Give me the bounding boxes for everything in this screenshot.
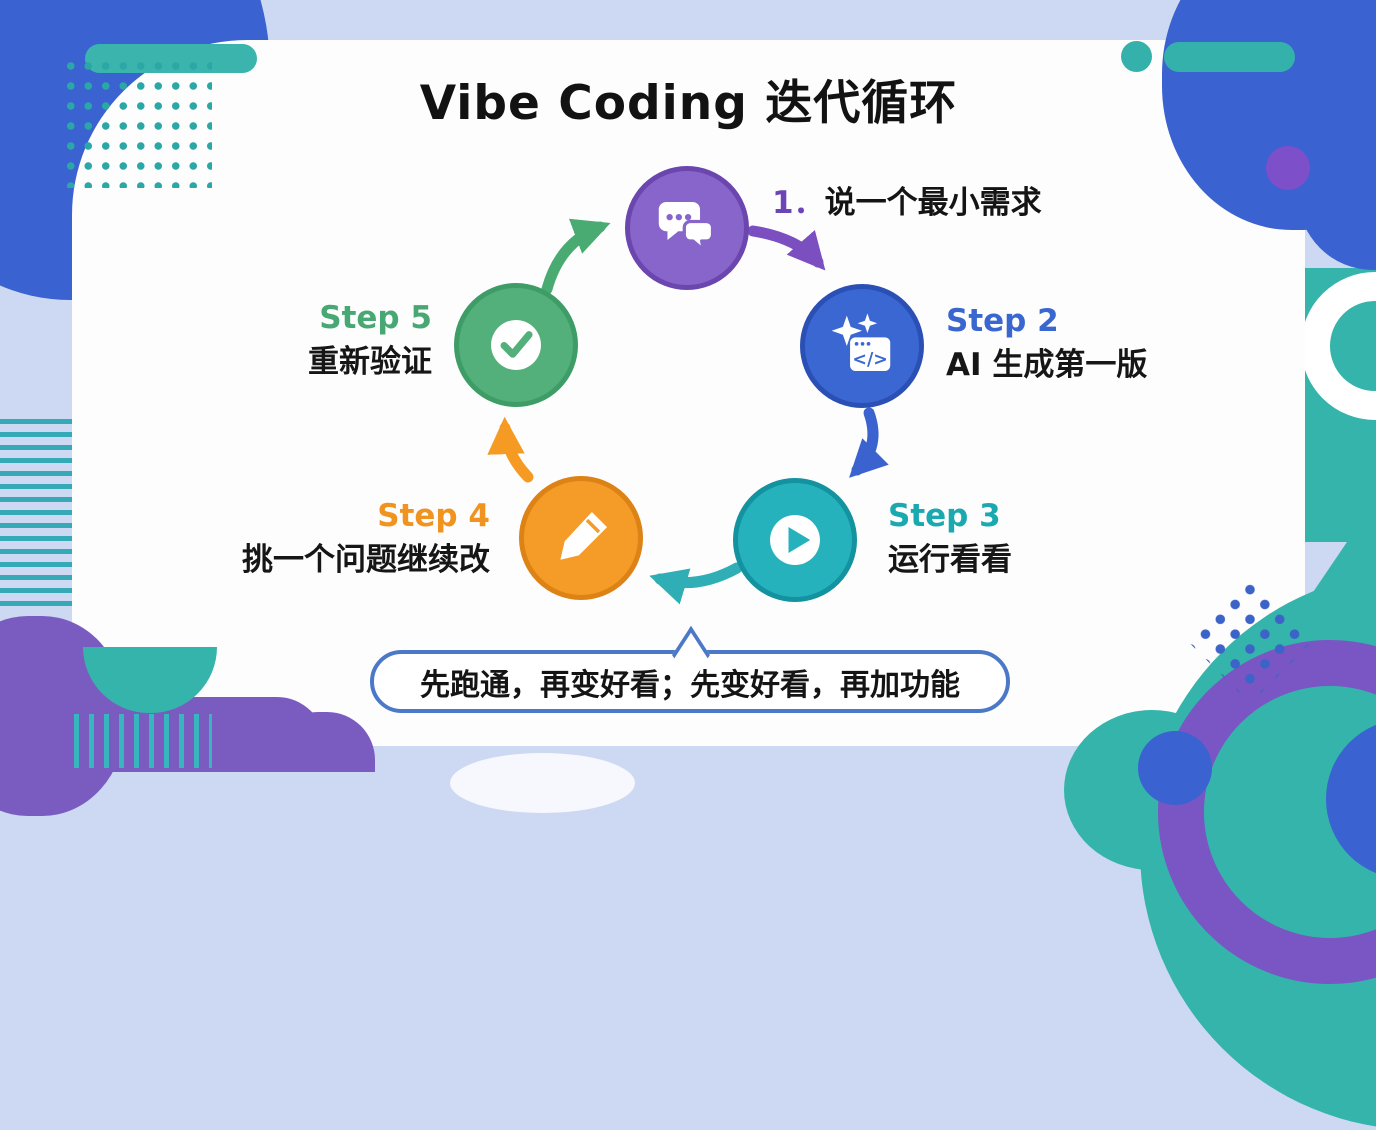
step5-node xyxy=(454,283,578,407)
step1-label: 1．说一个最小需求 xyxy=(772,185,1042,222)
step3-node xyxy=(733,478,857,602)
step3-label: Step 3 运行看看 xyxy=(888,498,1012,578)
pencil-icon xyxy=(560,511,608,560)
step1-text: 说一个最小需求 xyxy=(824,185,1042,221)
step2-node: </> xyxy=(800,284,924,408)
play-icon xyxy=(770,515,820,565)
step1-number: 1． xyxy=(772,185,825,221)
decor-white-ring-right xyxy=(1301,272,1376,420)
decor-teal-band-right xyxy=(1305,268,1376,768)
svg-text:</>: </> xyxy=(852,350,887,370)
step5-label: Step 5 重新验证 xyxy=(150,300,432,380)
step3-text: 运行看看 xyxy=(888,541,1012,578)
step2-text: AI 生成第一版 xyxy=(946,346,1148,383)
decor-white-dome-bottom xyxy=(450,753,635,813)
decor-blue-corner-bottom-right xyxy=(1326,719,1376,879)
footer-speech-bubble: 先跑通，再变好看；先变好看，再加功能 xyxy=(370,625,1010,713)
step2-name: Step 2 xyxy=(946,303,1059,339)
check-icon xyxy=(491,320,541,370)
page-title: Vibe Coding 迭代循环 xyxy=(419,76,958,131)
step5-text: 重新验证 xyxy=(308,343,432,380)
step4-text: 挑一个问题继续改 xyxy=(242,541,490,578)
step4-label: Step 4 挑一个问题继续改 xyxy=(160,498,490,578)
step1-node xyxy=(625,166,749,290)
decor-horizontal-stripes-left xyxy=(0,419,72,613)
decor-blob-top-right-tail xyxy=(1298,120,1376,270)
step5-name: Step 5 xyxy=(319,300,432,336)
step3-name: Step 3 xyxy=(888,498,1001,534)
chat-bubbles-icon xyxy=(658,201,715,252)
step2-label: Step 2 AI 生成第一版 xyxy=(946,303,1148,383)
ai-sparkle-code-icon: </> xyxy=(831,313,891,371)
step4-name: Step 4 xyxy=(377,498,490,534)
step4-node xyxy=(519,476,643,600)
decor-lavender-wedge-right xyxy=(1305,542,1347,604)
